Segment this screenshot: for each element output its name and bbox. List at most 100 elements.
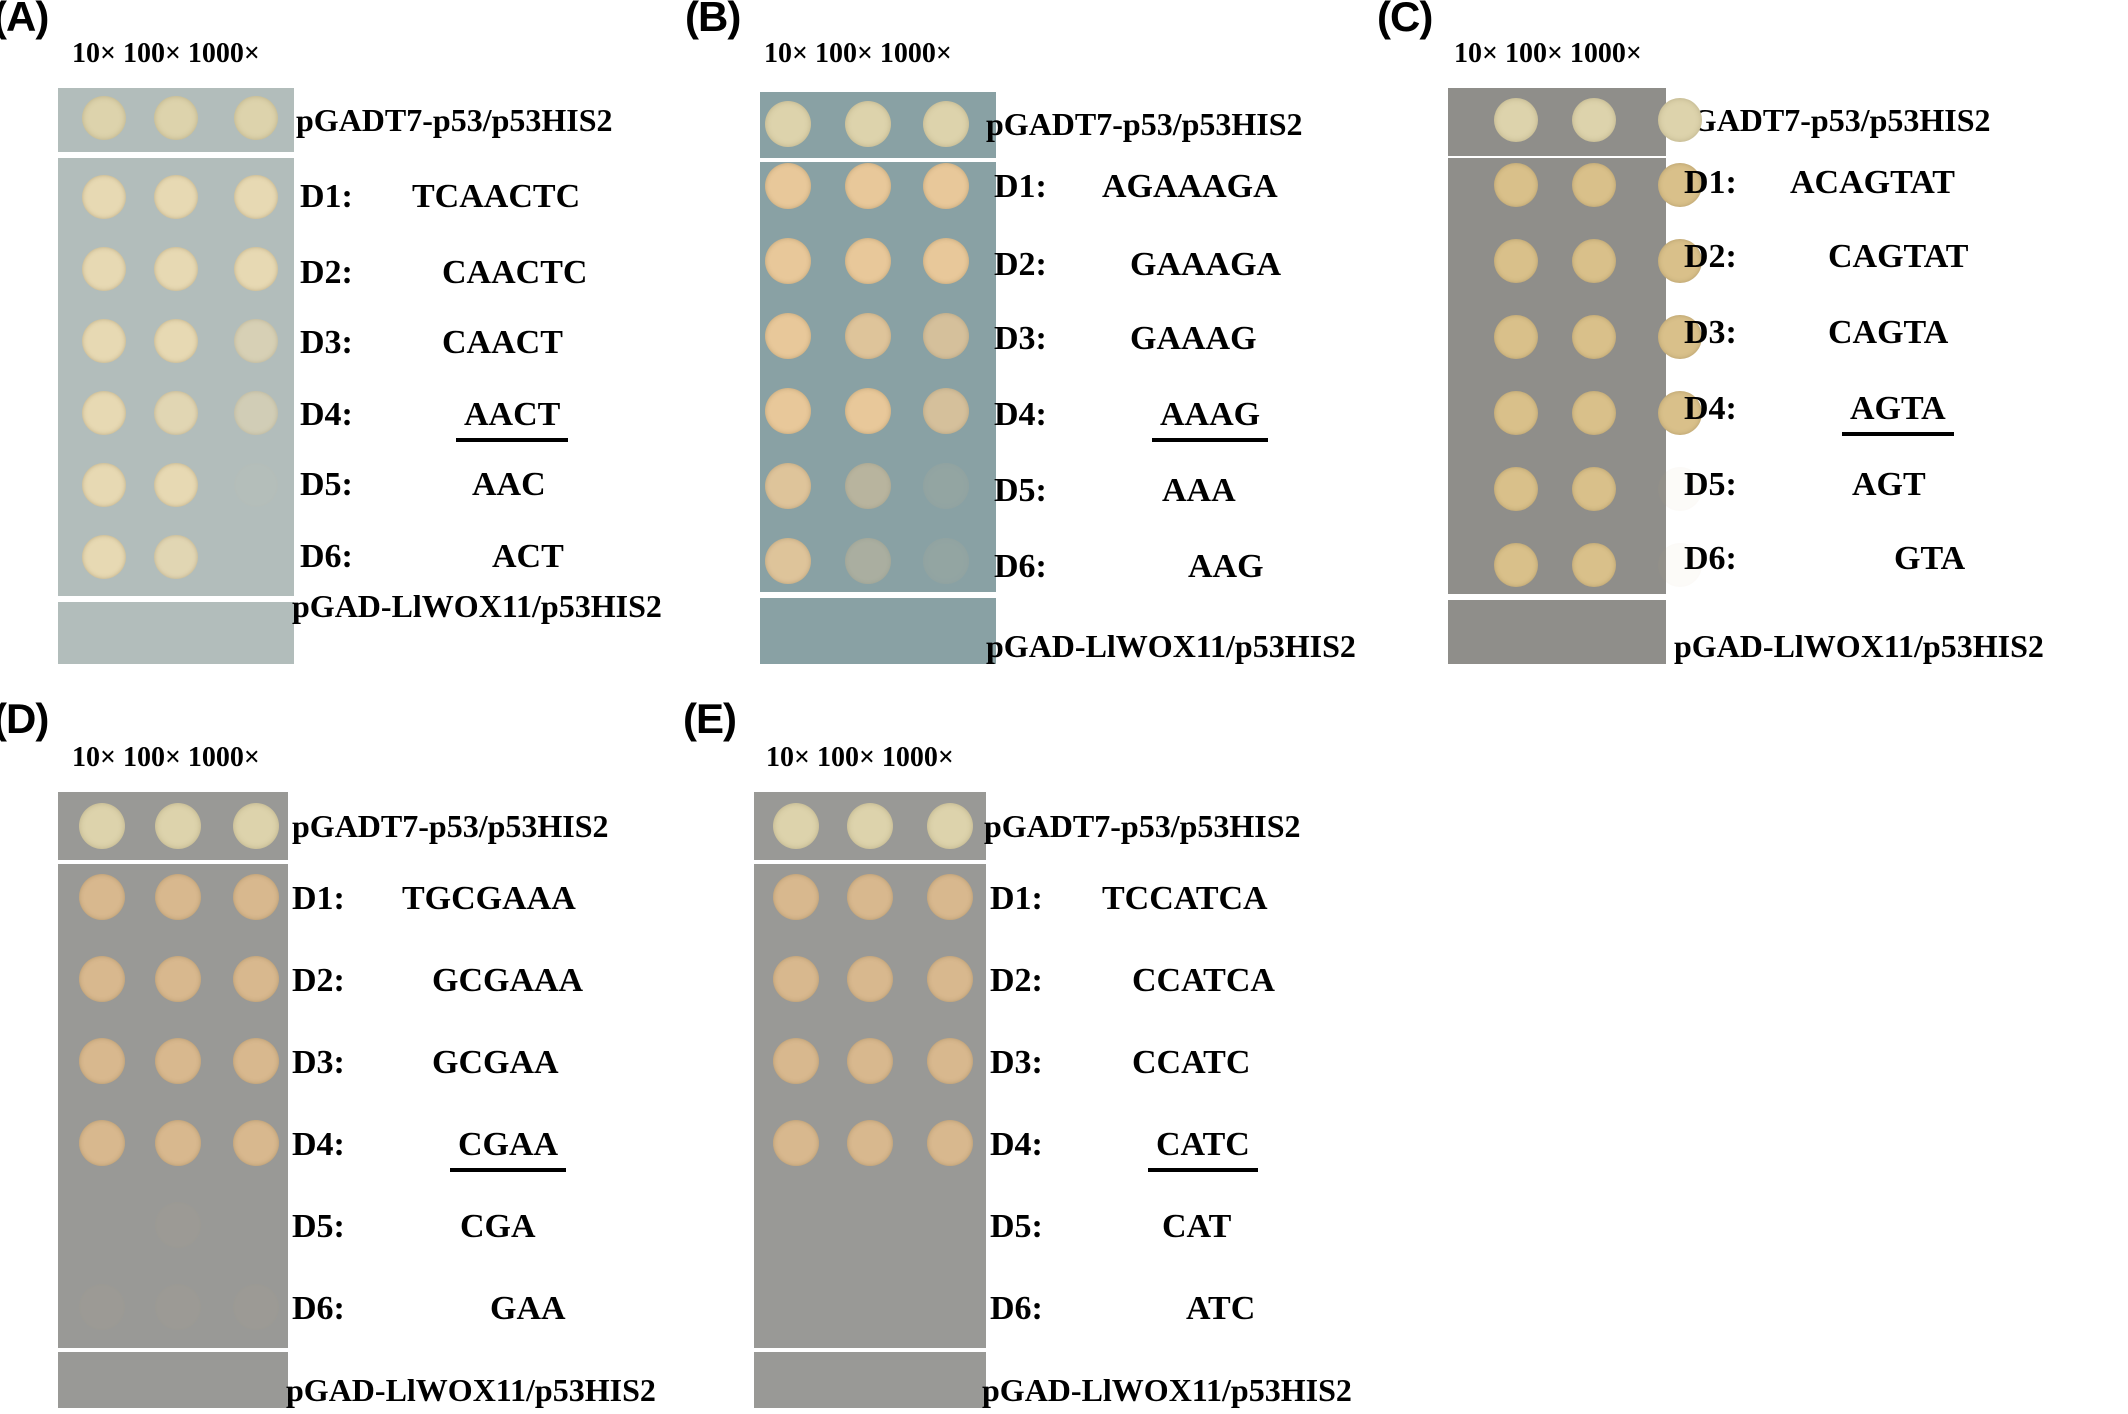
colony-spot <box>923 238 969 284</box>
colony-spot <box>1572 315 1616 359</box>
row-id: D2: <box>994 246 1047 283</box>
colony-spot <box>155 1120 201 1166</box>
colony-spot <box>1494 543 1538 587</box>
positive-control-spot <box>845 101 891 147</box>
colony-spot <box>1572 543 1616 587</box>
colony-spot <box>79 874 125 920</box>
negative-control-label: pGAD-LlWOX11/p53HIS2 <box>292 588 662 624</box>
dilution-header: 10× 100× 1000× <box>1454 38 1642 69</box>
sequence-label: GCGAAA <box>432 962 584 999</box>
positive-control-spot <box>234 96 278 140</box>
sequence-label: AGAAAGA <box>1102 168 1278 205</box>
sequence-label: GAAAGA <box>1130 246 1282 283</box>
plate <box>1448 158 1666 594</box>
colony-spot <box>927 1120 973 1166</box>
dilution-header: 10× 100× 1000× <box>72 742 260 773</box>
positive-control-spot <box>1494 98 1538 142</box>
negative-control-plate <box>58 602 294 664</box>
colony-spot <box>845 388 891 434</box>
colony-spot <box>79 1120 125 1166</box>
dilution-header: 10× 100× 1000× <box>764 38 952 69</box>
row-id: D6: <box>990 1290 1043 1327</box>
colony-spot <box>82 463 126 507</box>
colony-spot <box>923 538 969 584</box>
negative-control-label: pGAD-LlWOX11/p53HIS2 <box>286 1372 656 1408</box>
sequence-label: GAA <box>490 1290 566 1327</box>
dilution-header: 10× 100× 1000× <box>72 38 260 69</box>
sequence-label: ACAGTAT <box>1790 164 1955 201</box>
panel-label: (A) <box>0 0 49 40</box>
positive-control-spot <box>765 101 811 147</box>
colony-spot <box>845 463 891 509</box>
sequence-label: AAC <box>472 466 546 503</box>
row-id: D4: <box>300 396 353 433</box>
positive-control-spot <box>154 96 198 140</box>
colony-spot <box>155 874 201 920</box>
colony-spot <box>773 1120 819 1166</box>
row-id: D3: <box>300 324 353 361</box>
colony-spot <box>927 956 973 1002</box>
colony-spot <box>234 247 278 291</box>
plate <box>754 864 986 1348</box>
positive-control-plate <box>1448 88 1666 156</box>
sequence-label: TCAACTC <box>412 178 581 215</box>
colony-spot <box>845 238 891 284</box>
row-id: D2: <box>990 962 1043 999</box>
row-id: D1: <box>990 880 1043 917</box>
row-id: D4: <box>994 396 1047 433</box>
colony-spot <box>1572 467 1616 511</box>
row-id: D3: <box>990 1044 1043 1081</box>
sequence-label: AAAG <box>1151 396 1269 442</box>
row-id: D5: <box>990 1208 1043 1245</box>
positive-control-spot <box>773 803 819 849</box>
row-id: D2: <box>300 254 353 291</box>
colony-spot <box>234 175 278 219</box>
colony-spot <box>845 163 891 209</box>
colony-spot <box>847 1120 893 1166</box>
sequence-label: CAGTA <box>1828 314 1949 351</box>
colony-spot <box>1658 239 1702 283</box>
colony-spot <box>927 1038 973 1084</box>
colony-spot <box>82 247 126 291</box>
colony-spot <box>923 313 969 359</box>
row-id: D3: <box>292 1044 345 1081</box>
sequence-label: ATC <box>1186 1290 1256 1327</box>
sequence-label: GTA <box>1894 540 1966 577</box>
colony-spot <box>1494 315 1538 359</box>
positive-control-spot <box>155 803 201 849</box>
colony-spot <box>923 388 969 434</box>
row-id: D6: <box>300 538 353 575</box>
colony-spot <box>773 956 819 1002</box>
colony-spot <box>847 874 893 920</box>
colony-spot <box>233 956 279 1002</box>
colony-spot <box>847 1038 893 1084</box>
positive-control-spot <box>847 803 893 849</box>
colony-spot <box>79 1038 125 1084</box>
colony-spot <box>154 463 198 507</box>
row-id: D3: <box>1684 314 1737 351</box>
sequence-label: CAACTC <box>442 254 588 291</box>
sequence-label: AGT <box>1852 466 1926 503</box>
negative-control-label: pGAD-LlWOX11/p53HIS2 <box>1674 628 2044 664</box>
colony-spot <box>154 319 198 363</box>
negative-control-plate <box>760 598 996 664</box>
sequence-label: CATC <box>1148 1126 1258 1172</box>
colony-spot <box>233 1120 279 1166</box>
sequence-label: TCCATCA <box>1102 880 1268 917</box>
negative-control-plate <box>58 1352 288 1408</box>
colony-spot <box>1658 163 1702 207</box>
colony-spot <box>234 463 278 507</box>
sequence-label: GCGAA <box>432 1044 559 1081</box>
row-id: D5: <box>292 1208 345 1245</box>
sequence-label: GAAAG <box>1130 320 1257 357</box>
colony-spot <box>765 388 811 434</box>
colony-spot <box>1494 391 1538 435</box>
colony-spot <box>79 956 125 1002</box>
colony-spot <box>765 238 811 284</box>
row-id: D6: <box>994 548 1047 585</box>
sequence-label: CAGTAT <box>1828 238 1969 275</box>
panel-label: (D) <box>0 695 49 742</box>
sequence-label: AAG <box>1188 548 1264 585</box>
row-id: D6: <box>1684 540 1737 577</box>
colony-spot <box>233 874 279 920</box>
